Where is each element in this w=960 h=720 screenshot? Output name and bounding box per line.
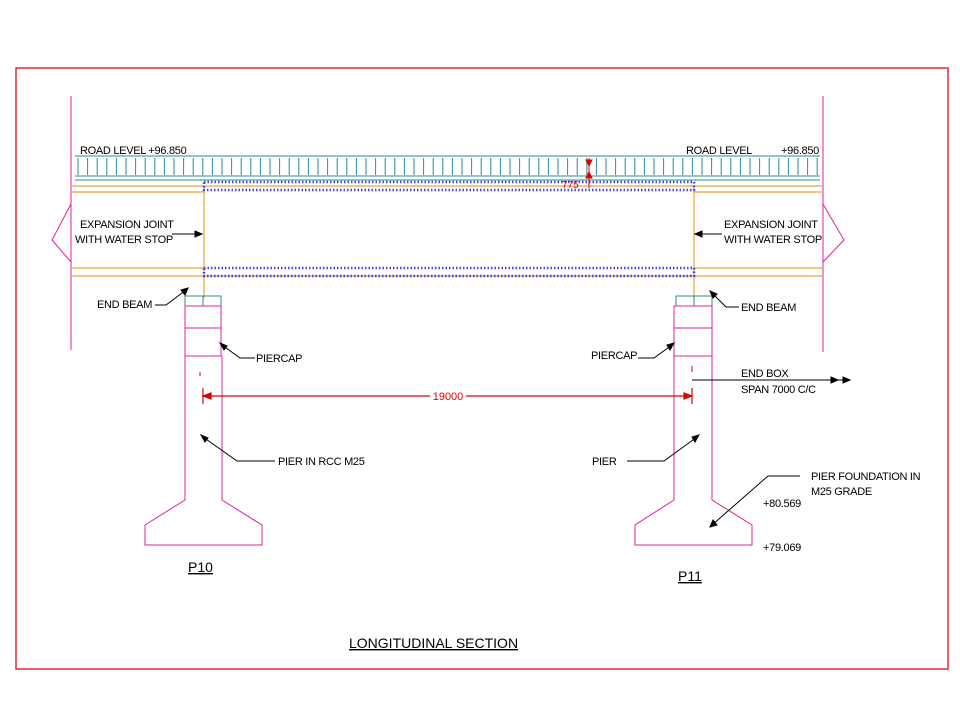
road-level-right-label: ROAD LEVEL bbox=[686, 145, 752, 157]
pier-left-label: PIER IN RCC M25 bbox=[278, 456, 365, 468]
road-level-right-value: +96.850 bbox=[781, 145, 819, 157]
level-top-label: +80.569 bbox=[763, 498, 801, 510]
abutment-walls bbox=[51, 96, 845, 352]
piercap-right-label: PIERCAP bbox=[591, 350, 637, 362]
level-bottom-label: +79.069 bbox=[763, 542, 801, 554]
drawing-title: LONGITUDINAL SECTION bbox=[349, 635, 518, 651]
pier-right-label: PIER bbox=[592, 456, 617, 468]
end-beam-bearings bbox=[184, 295, 713, 307]
leader-lines bbox=[155, 230, 852, 528]
road-level-left-label: ROAD LEVEL +96.850 bbox=[80, 145, 187, 157]
pier-p11-name: P11 bbox=[678, 568, 702, 584]
end-box-label-line1: END BOX bbox=[741, 368, 789, 380]
box-slab-hatch bbox=[202, 180, 696, 278]
expansion-joint-right-line2: WITH WATER STOP bbox=[724, 234, 822, 246]
span-dimension-value: 19000 bbox=[433, 391, 464, 403]
pier-foundation-label-line1: PIER FOUNDATION IN bbox=[811, 471, 921, 483]
deck-thickness-value: 775 bbox=[562, 180, 579, 191]
road-surface-grid bbox=[75, 155, 820, 181]
end-box-label-line2: SPAN 7000 C/C bbox=[741, 384, 816, 396]
expansion-joint-right-line1: EXPANSION JOINT bbox=[724, 219, 818, 231]
piercap-left-label: PIERCAP bbox=[256, 353, 302, 365]
pier-p11-outline bbox=[634, 305, 753, 546]
deck-lines bbox=[72, 185, 822, 298]
deck-thickness-dimension bbox=[585, 158, 593, 188]
expansion-joint-left-line2: WITH WATER STOP bbox=[75, 234, 173, 246]
span-dimension bbox=[201, 388, 694, 404]
pier-p10-name: P10 bbox=[188, 559, 213, 575]
end-beam-left-label: END BEAM bbox=[97, 299, 152, 311]
pier-foundation-label-line2: M25 GRADE bbox=[811, 486, 872, 498]
drawing-frame bbox=[15, 67, 949, 670]
pier-p10-outline bbox=[144, 305, 263, 546]
end-beam-right-label: END BEAM bbox=[741, 302, 796, 314]
pier-markers bbox=[199, 366, 693, 376]
expansion-joint-left-line1: EXPANSION JOINT bbox=[80, 219, 174, 231]
